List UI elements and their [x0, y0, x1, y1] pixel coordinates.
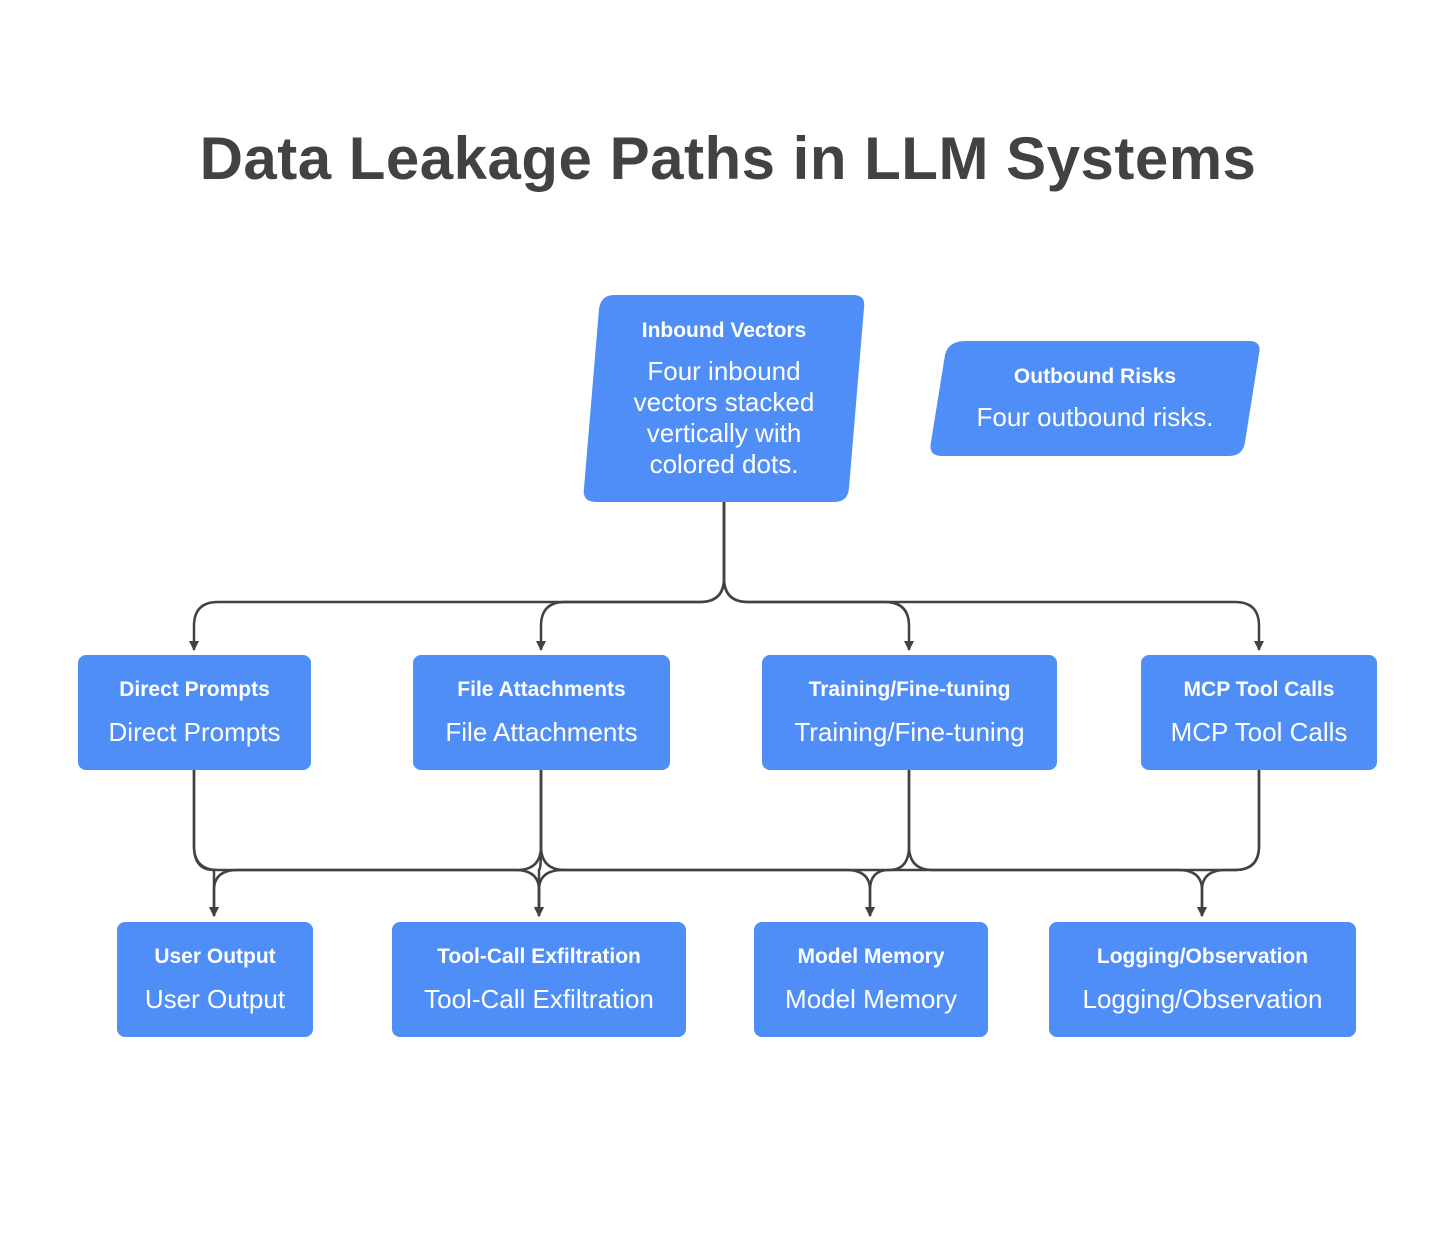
edge-inbound-to-mcp — [722, 502, 1264, 651]
node-title: Training/Fine-tuning — [808, 678, 1011, 701]
edge-inbound-to-direct-prompts — [189, 502, 726, 651]
edge-inbound-to-file-attachments — [536, 502, 726, 651]
edge-training-to-model-memory — [865, 770, 911, 917]
node-description: MCP Tool Calls — [1170, 717, 1348, 747]
node-description: Training/Fine-tuning — [794, 717, 1025, 747]
node-description: Model Memory — [785, 984, 957, 1014]
edges-outbound — [192, 770, 1261, 917]
edge-file-to-model-memory — [539, 770, 875, 917]
edge-direct-to-user-output — [192, 770, 219, 917]
node-title: File Attachments — [457, 678, 626, 701]
node-description: Tool-Call Exfiltration — [424, 984, 654, 1014]
edge-inbound-to-training — [722, 502, 914, 651]
node-direct-prompts: Direct Prompts Direct Prompts — [78, 655, 311, 770]
tool-call-exfiltration-shape — [392, 922, 686, 1037]
node-training-finetuning: Training/Fine-tuning Training/Fine-tunin… — [762, 655, 1057, 770]
node-description: Logging/Observation — [1082, 984, 1323, 1014]
node-mcp-tool-calls: MCP Tool Calls MCP Tool Calls — [1141, 655, 1377, 770]
node-outbound-risks: Outbound Risks Four outbound risks. — [935, 341, 1255, 456]
node-title: Direct Prompts — [119, 678, 270, 701]
node-inbound-vectors: Inbound Vectors Four inbound vectors sta… — [594, 295, 854, 502]
node-description: Four inbound vectors stacked vertically … — [633, 355, 815, 479]
node-title: Inbound Vectors — [641, 318, 807, 342]
inbound-vectors-shape — [583, 295, 865, 502]
node-user-output: User Output User Output — [117, 922, 313, 1037]
node-file-attachments: File Attachments File Attachments — [413, 655, 670, 770]
mcp-tool-calls-shape — [1141, 655, 1377, 770]
direct-prompts-shape — [78, 655, 311, 770]
node-model-memory: Model Memory Model Memory — [754, 922, 988, 1037]
node-tool-call-exfiltration: Tool-Call Exfiltration Tool-Call Exfiltr… — [392, 922, 686, 1037]
model-memory-shape — [754, 922, 988, 1037]
edge-training-to-logging — [907, 770, 1207, 917]
node-description: File Attachments — [445, 717, 638, 747]
node-title: Logging/Observation — [1096, 945, 1309, 968]
edge-file-to-user-output — [209, 770, 543, 917]
outbound-risks-shape — [930, 341, 1260, 456]
node-title: MCP Tool Calls — [1183, 678, 1335, 701]
logging-observation-shape — [1049, 922, 1356, 1037]
edge-direct-to-tool-call — [192, 770, 544, 917]
node-description: User Output — [144, 984, 286, 1014]
node-title: Outbound Risks — [1013, 365, 1177, 388]
node-title: User Output — [154, 945, 276, 968]
node-title: Tool-Call Exfiltration — [437, 945, 641, 968]
user-output-shape — [117, 922, 313, 1037]
edge-mcp-to-logging — [1197, 770, 1261, 917]
node-description: Four outbound risks. — [976, 402, 1214, 432]
edge-mcp-to-tool-call — [534, 770, 1261, 917]
diagram-title: Data Leakage Paths in LLM Systems — [199, 125, 1257, 192]
node-logging-observation: Logging/Observation Logging/Observation — [1049, 922, 1356, 1037]
node-title: Model Memory — [797, 945, 945, 968]
training-finetuning-shape — [762, 655, 1057, 770]
node-description: Direct Prompts — [108, 717, 281, 747]
edges-inbound — [189, 502, 1264, 651]
file-attachments-shape — [413, 655, 670, 770]
